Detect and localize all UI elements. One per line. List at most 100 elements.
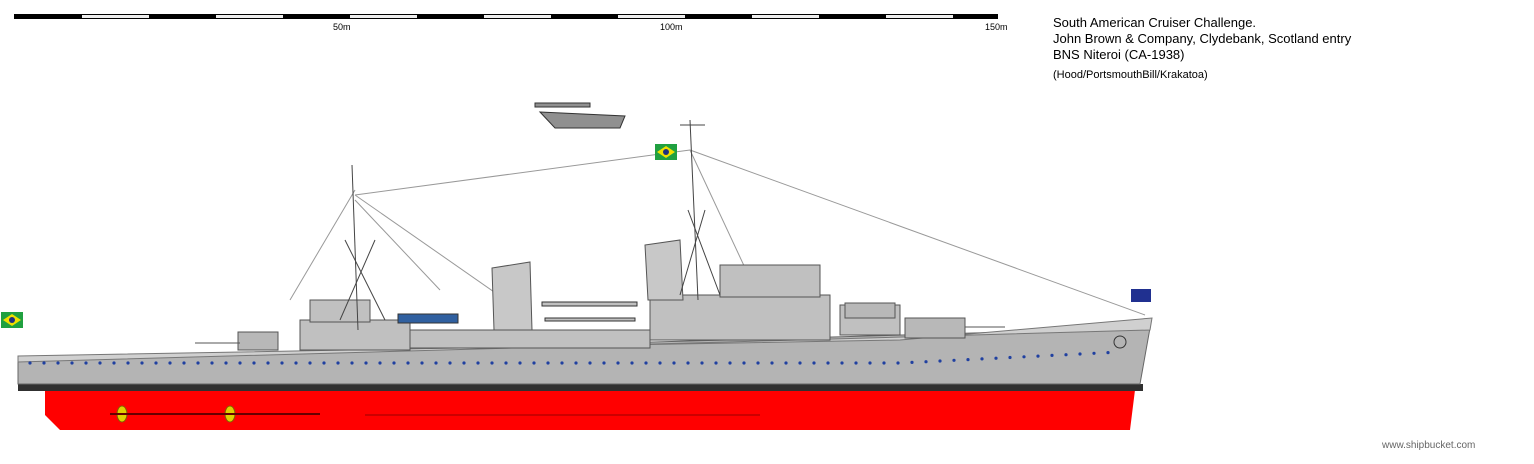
scale-bar	[14, 14, 998, 19]
porthole	[714, 361, 718, 365]
porthole	[126, 361, 130, 365]
caption-line-1: South American Cruiser Challenge.	[1053, 15, 1257, 30]
porthole	[938, 359, 942, 363]
porthole	[994, 356, 998, 360]
porthole	[980, 357, 984, 361]
porthole	[728, 361, 732, 365]
boot-topping	[18, 384, 1143, 391]
porthole	[798, 361, 802, 365]
porthole	[280, 361, 284, 365]
porthole	[1036, 354, 1040, 358]
porthole	[476, 361, 480, 365]
scale-tick-150: 150m	[985, 22, 1008, 32]
porthole	[70, 361, 74, 365]
brazil-flag-stern	[1, 312, 23, 328]
porthole	[518, 361, 522, 365]
porthole	[644, 361, 648, 365]
porthole	[1008, 355, 1012, 360]
porthole	[490, 361, 494, 365]
rigging	[289, 149, 1146, 316]
porthole	[98, 361, 102, 365]
porthole	[266, 361, 270, 365]
porthole	[448, 361, 452, 365]
deck-biplane	[541, 301, 638, 322]
brazil-flag-mast	[655, 144, 677, 160]
porthole	[28, 361, 32, 365]
porthole	[882, 361, 886, 365]
porthole	[252, 361, 256, 365]
porthole	[588, 361, 592, 365]
porthole	[1106, 351, 1110, 355]
porthole	[756, 361, 760, 365]
porthole	[168, 361, 172, 365]
caption-line-2: John Brown & Company, Clydebank, Scotlan…	[1053, 31, 1352, 46]
scale-segment	[752, 15, 819, 18]
superstructure	[299, 264, 901, 351]
porthole	[462, 361, 466, 365]
watermark: www.shipbucket.com	[1382, 440, 1476, 451]
porthole	[224, 361, 228, 365]
porthole	[56, 361, 60, 365]
gun-turrets	[195, 302, 1005, 351]
porthole	[434, 361, 438, 365]
porthole	[896, 361, 900, 365]
porthole	[504, 361, 508, 365]
porthole	[560, 361, 564, 365]
porthole	[672, 361, 676, 365]
porthole	[154, 361, 158, 365]
porthole	[826, 361, 830, 365]
porthole	[966, 358, 970, 362]
scale-tick-50: 50m	[333, 22, 351, 32]
porthole	[406, 361, 410, 365]
jack-flag	[1131, 289, 1151, 302]
main-deck	[17, 317, 1153, 363]
ships-boat	[397, 313, 459, 324]
scale-segment	[216, 15, 283, 18]
porthole	[602, 361, 606, 365]
porthole	[1050, 353, 1054, 357]
porthole	[854, 361, 858, 365]
funnels	[491, 239, 684, 331]
porthole	[532, 361, 536, 365]
porthole	[784, 361, 788, 365]
porthole	[140, 361, 144, 365]
porthole	[1064, 353, 1068, 357]
porthole	[1022, 355, 1026, 359]
credits: (Hood/PortsmouthBill/Krakatoa)	[1053, 69, 1208, 81]
masts	[339, 119, 721, 331]
scale-segment	[350, 15, 417, 18]
porthole	[392, 361, 396, 365]
porthole	[1078, 352, 1082, 356]
porthole	[630, 361, 634, 365]
seaplane	[534, 102, 626, 129]
scale-segment	[82, 15, 149, 18]
portholes: (function(){var g=document.currentScript…	[28, 351, 1110, 365]
porthole	[770, 361, 774, 365]
scale-tick-100: 100m	[660, 22, 683, 32]
caption-line-3: BNS Niteroi (CA-1938)	[1053, 47, 1185, 62]
porthole	[112, 361, 116, 365]
scale-segment	[618, 15, 685, 18]
porthole	[910, 360, 914, 364]
porthole	[336, 361, 340, 365]
porthole	[868, 361, 872, 365]
porthole	[742, 361, 746, 365]
porthole	[350, 361, 354, 365]
porthole	[574, 361, 578, 365]
porthole	[840, 361, 844, 365]
porthole	[210, 361, 214, 365]
porthole	[1092, 351, 1096, 355]
anchor-hawse	[1113, 335, 1127, 349]
porthole	[924, 360, 928, 364]
porthole	[294, 361, 298, 365]
porthole	[308, 361, 312, 365]
porthole	[700, 361, 704, 365]
hull-red	[45, 390, 1135, 430]
porthole	[322, 361, 326, 365]
porthole	[952, 358, 956, 362]
scale-segment	[886, 15, 953, 18]
scale-segment	[484, 15, 551, 18]
porthole	[378, 361, 382, 365]
porthole	[238, 361, 242, 365]
